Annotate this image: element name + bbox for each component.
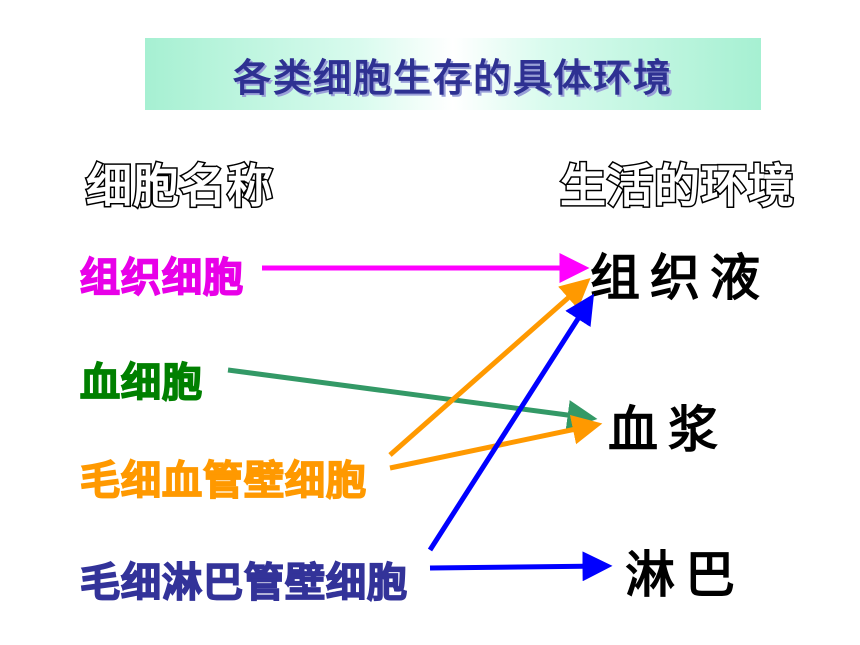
- arrow-lymph-capillary-to-tissue-fluid: [427, 293, 595, 552]
- env-label-lymph: 淋巴: [625, 545, 745, 604]
- arrow-lymph-capillary-to-lymph: [429, 551, 613, 582]
- page-title: 各类细胞生存的具体环境: [232, 55, 673, 100]
- header-cell-name: 细胞名称: [85, 158, 275, 215]
- env-label-plasma: 血浆: [608, 400, 728, 459]
- header-environment: 生活的环境: [559, 158, 796, 215]
- arrow-capillary-to-tissue-fluid: [388, 278, 591, 457]
- arrow-capillary-to-plasma: [389, 414, 603, 471]
- cell-label-blood: 血细胞: [79, 359, 203, 407]
- cell-label-lymph-capillary: 毛细淋巴管壁细胞: [79, 559, 408, 607]
- env-label-tissue-fluid: 组织液: [590, 248, 770, 307]
- arrow-blood-to-plasma: [227, 367, 598, 430]
- title-banner: 各类细胞生存的具体环境: [145, 38, 761, 110]
- cell-label-tissue: 组织细胞: [79, 254, 244, 302]
- cell-label-capillary: 毛细血管壁细胞: [79, 457, 367, 505]
